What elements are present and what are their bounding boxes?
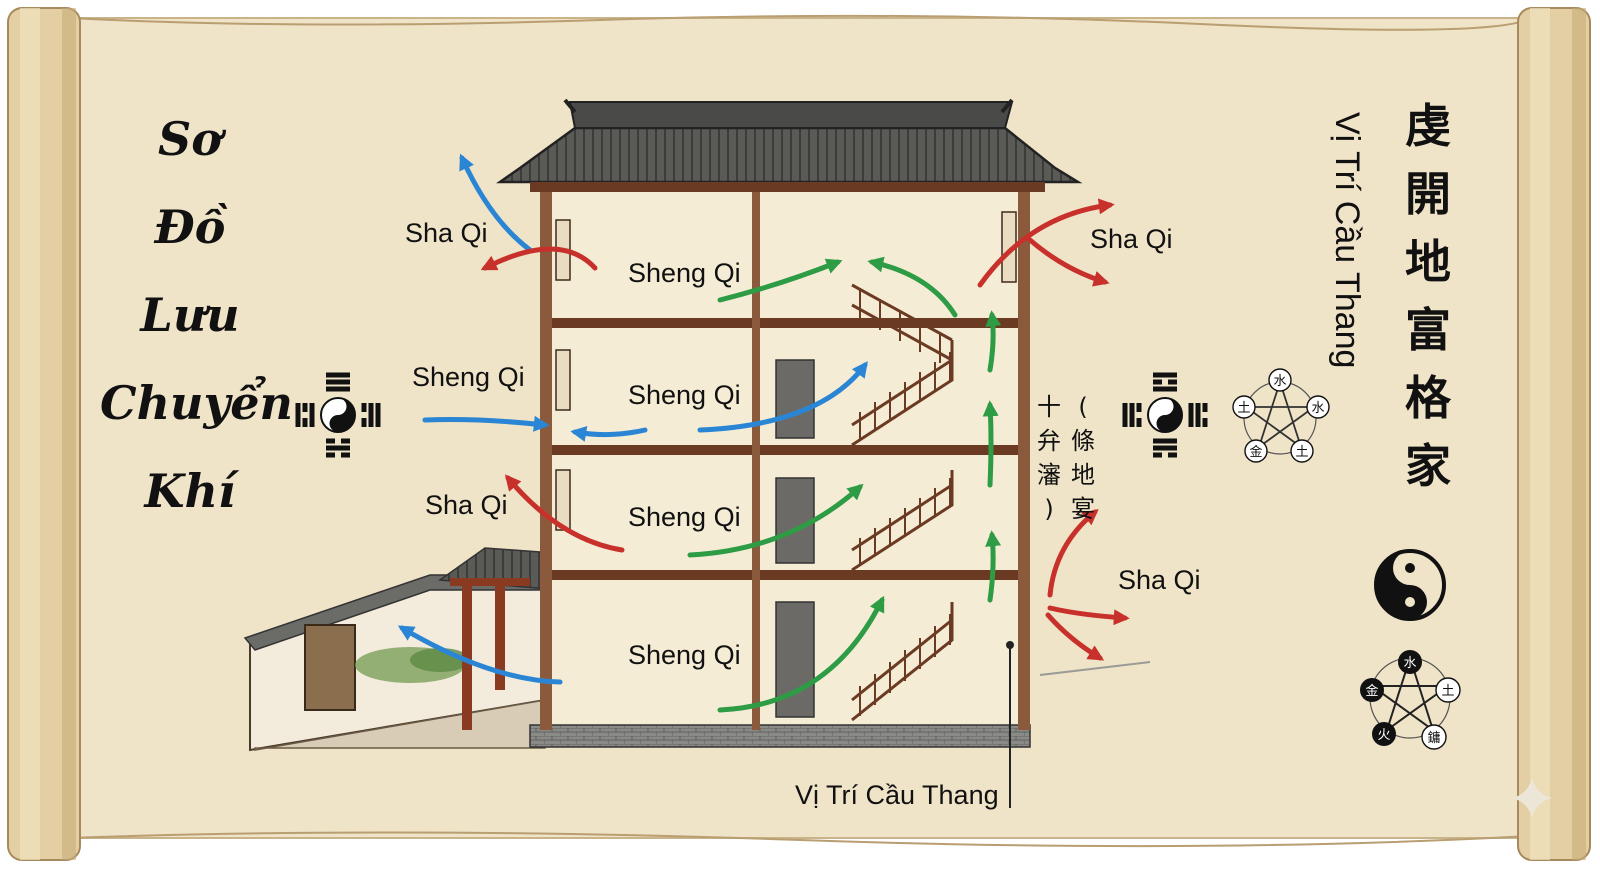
cjk-char: 格: [1405, 371, 1451, 425]
stair-location-label: Vị Trí Cầu Thang: [795, 780, 999, 810]
blue-arrow: [397, 625, 563, 685]
diagram-title: Sơ Đồ Lưu Chuyển Khí: [100, 95, 293, 535]
center-cjk-column-left: 十 弁 瀋 ): [1032, 390, 1066, 526]
right-cjk-column: 虔 開 地 富 格 家: [1398, 92, 1458, 500]
title-line: Khí: [144, 464, 236, 518]
green-arrow: [985, 530, 1002, 603]
staircase: [851, 283, 954, 722]
wuxing-bottom-label: 土: [1441, 684, 1454, 699]
center-cjk-column-right: ( 條 地 宴: [1066, 390, 1100, 526]
yin-yang-bagua-left-icon: [295, 372, 381, 458]
title-line: Sơ: [158, 112, 222, 166]
sheng-qi-label: Sheng Qi: [628, 502, 741, 532]
title-line: Chuyển: [100, 376, 293, 430]
sheng-qi-arrows-green: [687, 256, 1002, 713]
blue-arrow: [570, 426, 648, 442]
cjk-char: 條: [1071, 427, 1095, 455]
wuxing-top-label: 土: [1295, 445, 1308, 460]
ground-line: [1039, 661, 1151, 676]
sheng-qi-label: Sheng Qi: [628, 258, 741, 288]
green-arrow: [985, 310, 1002, 373]
sheng-qi-label: Sheng Qi: [412, 362, 525, 392]
cjk-char: 開: [1405, 167, 1451, 221]
wuxing-top-label: 水: [1311, 401, 1324, 416]
stair-pointer-dot: [1006, 641, 1014, 649]
red-arrow: [480, 246, 598, 271]
wuxing-top-label: 金: [1249, 444, 1262, 460]
sheng-qi-arrows-blue: [397, 153, 868, 685]
sha-qi-label: Sha Qi: [405, 218, 488, 248]
scroll-roll-left: [7, 7, 81, 861]
cjk-char: 地: [1071, 461, 1095, 489]
yin-yang-bagua-right-icon: [1122, 372, 1208, 458]
cjk-char: 家: [1405, 439, 1451, 493]
green-arrow: [867, 256, 958, 318]
cjk-char: 宴: [1071, 495, 1095, 523]
right-side-label: Vị Trí Cầu Thang: [1328, 112, 1366, 369]
wuxing-bottom-label: 鏞: [1427, 730, 1440, 746]
green-arrow: [687, 483, 864, 558]
cjk-char: 富: [1405, 303, 1451, 357]
cjk-char: (: [1078, 393, 1088, 421]
title-line: Lưu: [140, 288, 240, 342]
blue-arrow: [459, 153, 533, 253]
wuxing-bottom-labels: 水 土 鏞 火 金: [1360, 650, 1461, 750]
sha-qi-arrows-red: [480, 198, 1130, 661]
cjk-char: ): [1044, 495, 1054, 523]
wuxing-top-labels: 水 水 土 金 土: [1232, 368, 1330, 463]
sparkle-watermark-icon: [1512, 778, 1552, 818]
cjk-char: 虔: [1405, 99, 1451, 153]
red-arrow: [1027, 237, 1110, 287]
red-arrow: [1047, 508, 1099, 598]
yin-yang-brush-icon: [1374, 549, 1446, 621]
sha-qi-label: Sha Qi: [1090, 224, 1173, 254]
green-arrow: [717, 595, 885, 713]
wuxing-top-label: 水: [1273, 374, 1286, 389]
sha-qi-label: Sha Qi: [1118, 565, 1201, 595]
cjk-char: 弁: [1037, 427, 1061, 455]
red-arrow: [977, 198, 1115, 288]
cjk-char: 地: [1405, 235, 1451, 289]
sheng-qi-label: Sheng Qi: [628, 380, 741, 410]
cjk-char: 十: [1037, 393, 1061, 421]
wuxing-bottom-label: 火: [1377, 728, 1390, 743]
title-line: Đồ: [154, 200, 226, 254]
cjk-char: 瀋: [1037, 461, 1061, 489]
wuxing-top-label: 土: [1237, 401, 1250, 416]
wuxing-bottom-label: 水: [1403, 656, 1416, 671]
blue-arrow: [422, 415, 550, 432]
green-arrow: [717, 258, 843, 303]
blue-arrow: [697, 361, 868, 433]
roof: [496, 98, 1083, 192]
red-arrow: [1047, 605, 1130, 626]
house-cross-section: [529, 188, 1031, 748]
green-arrow: [982, 400, 999, 488]
wuxing-bottom-label: 金: [1365, 683, 1378, 699]
sheng-qi-label: Sheng Qi: [628, 640, 741, 670]
sha-qi-label: Sha Qi: [425, 490, 508, 520]
red-arrow: [1045, 612, 1105, 661]
scroll-roll-right: [1517, 7, 1591, 861]
red-arrow: [504, 474, 625, 553]
